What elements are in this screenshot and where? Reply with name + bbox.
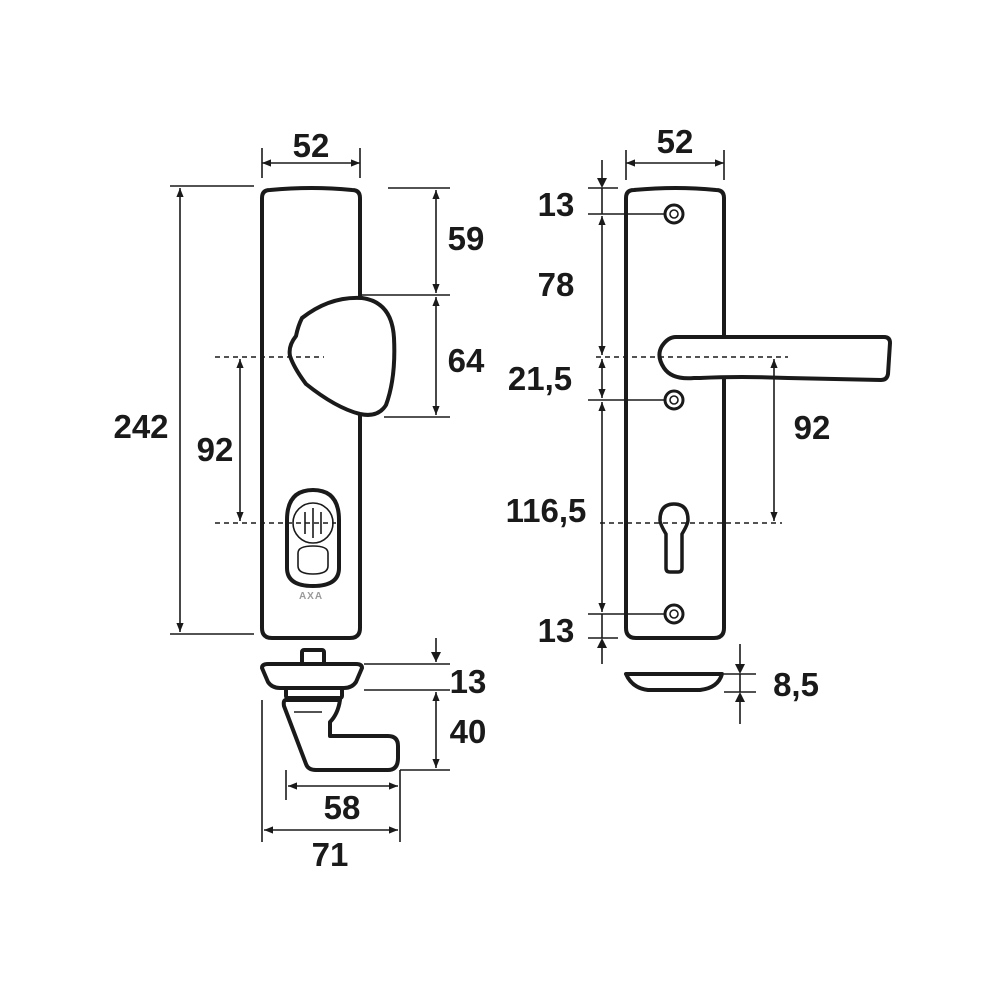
left-view: AXA (113, 127, 486, 873)
label-right-bottom-screw: 13 (538, 612, 575, 649)
label-left-handle-inner: 58 (324, 789, 361, 826)
top-screw-icon (663, 203, 685, 225)
left-side-handle-view (260, 648, 400, 772)
keyhole-icon (658, 502, 690, 574)
right-view: 52 13 78 21,5 116,5 13 92 8,5 (506, 123, 892, 724)
left-knob (287, 295, 397, 417)
label-left-plate-width: 52 (293, 127, 330, 164)
right-plate-section (624, 672, 724, 692)
label-left-rosette: 13 (450, 663, 487, 700)
label-right-plate-width: 52 (657, 123, 694, 160)
label-left-knob-height: 64 (448, 342, 485, 379)
label-right-plate-thickness: 8,5 (773, 666, 819, 703)
bottom-screw-icon (663, 603, 685, 625)
label-right-handle-to-screw: 21,5 (508, 360, 572, 397)
right-back-plate (624, 186, 726, 640)
brand-logo: AXA (299, 591, 323, 602)
label-left-center-distance: 92 (197, 431, 234, 468)
left-cylinder-rosette (285, 488, 341, 588)
label-left-projection: 40 (450, 713, 487, 750)
label-right-center-distance: 92 (794, 409, 831, 446)
label-right-top-screw: 13 (538, 186, 575, 223)
middle-screw-icon (663, 389, 685, 411)
right-lever-handle (657, 335, 892, 382)
label-left-plate-height: 242 (113, 408, 168, 445)
label-right-screw-to-handle: 78 (538, 266, 575, 303)
label-left-handle-total: 71 (312, 836, 349, 873)
label-left-knob-offset: 59 (448, 220, 485, 257)
label-right-screw-to-screw: 116,5 (506, 492, 587, 529)
